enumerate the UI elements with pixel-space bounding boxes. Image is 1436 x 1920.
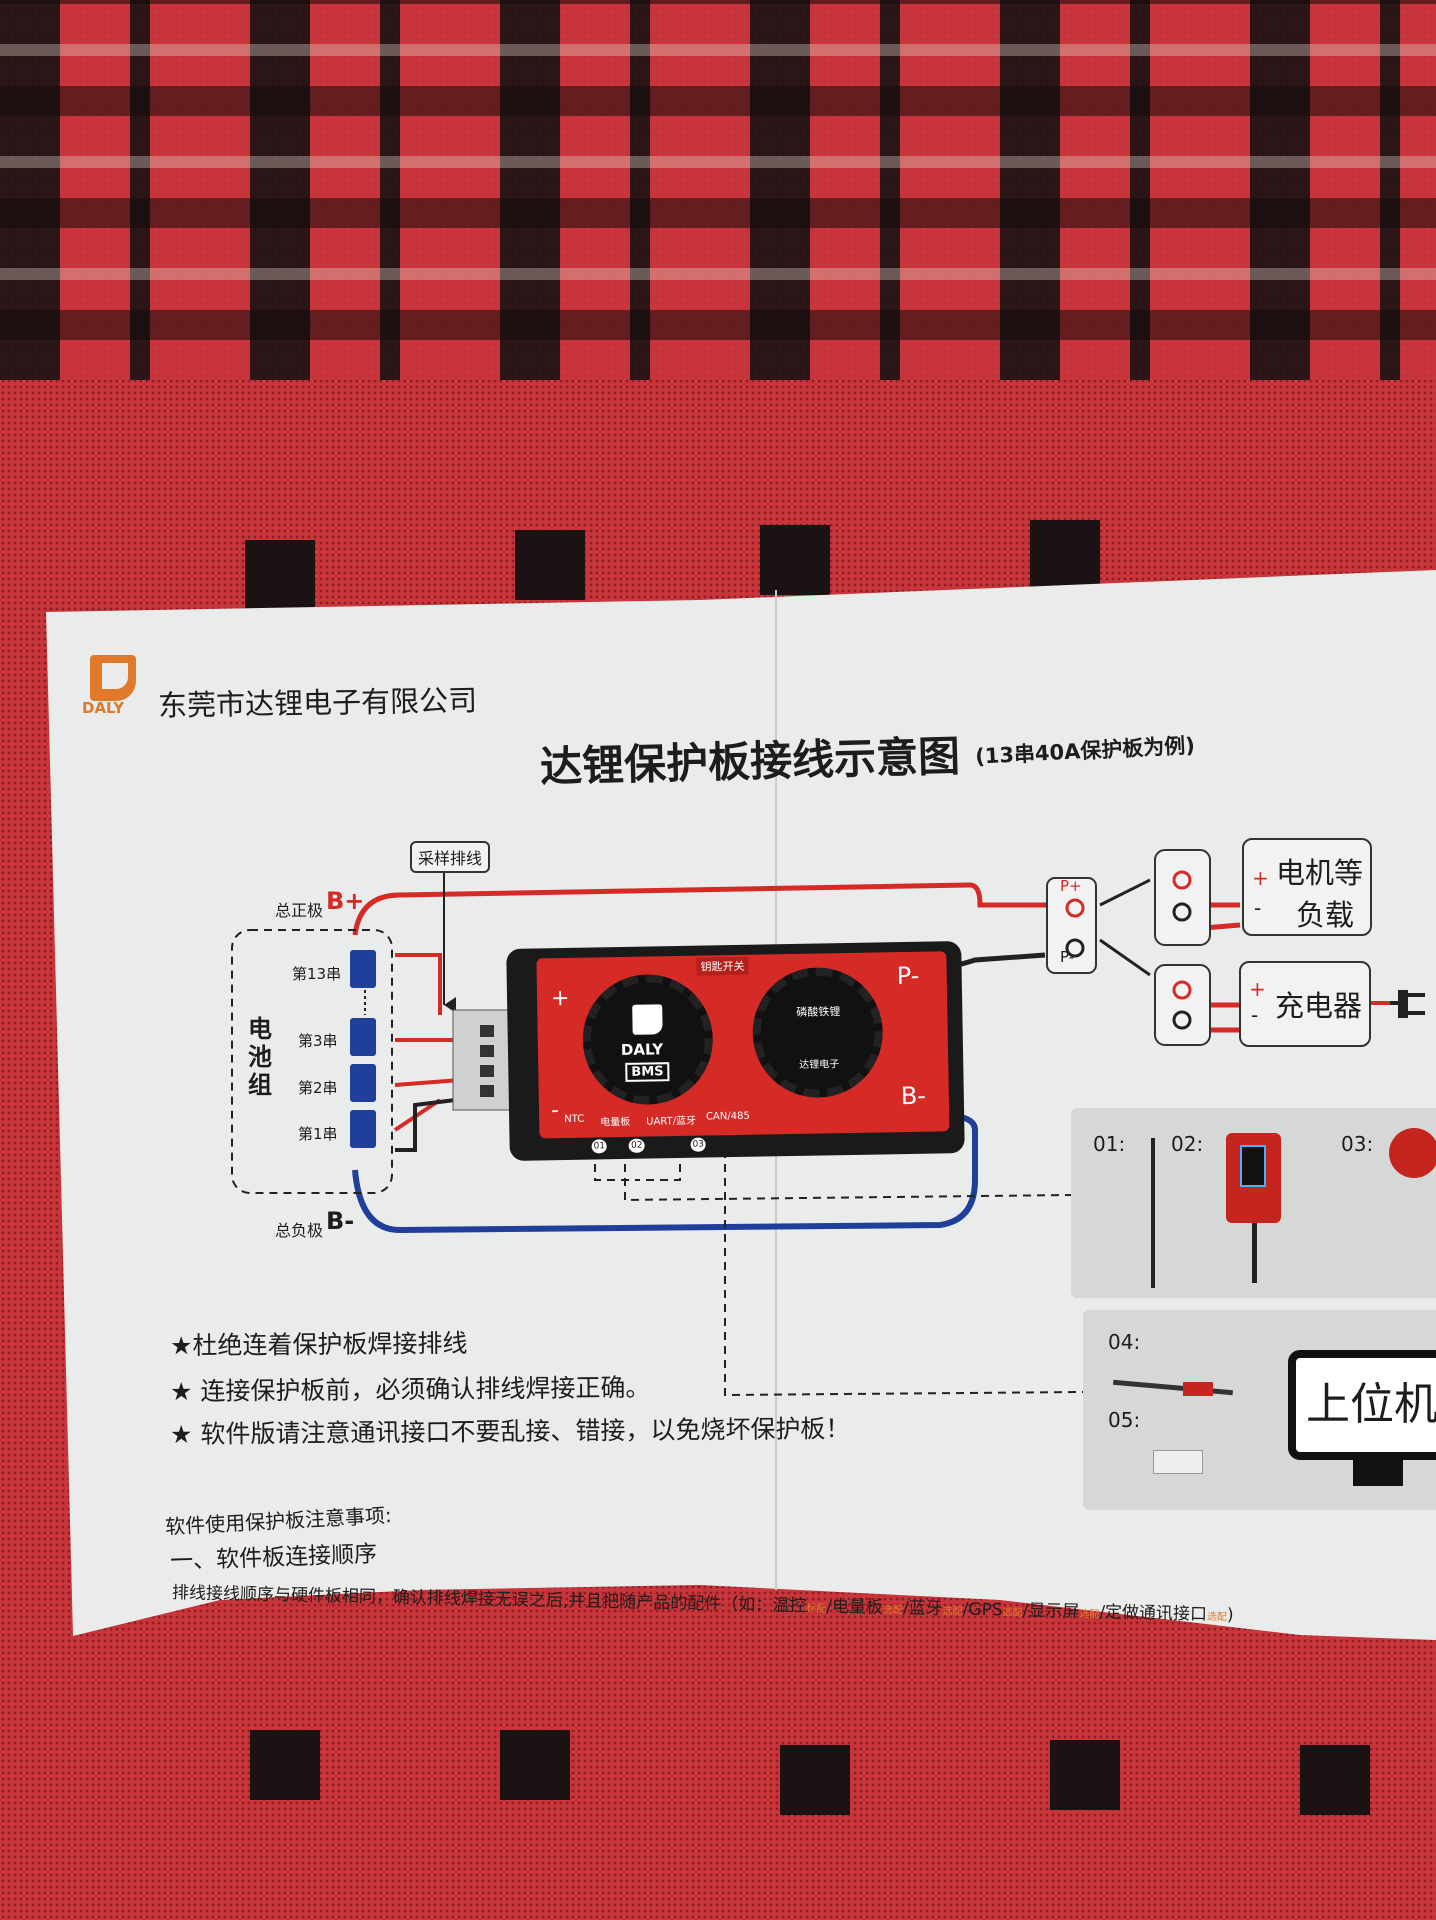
- charger-box: + - 充电器: [1239, 961, 1371, 1047]
- note: ★ 软件版请注意通讯接口不要乱接、错接，以免烧坏保护板！: [169, 1414, 851, 1449]
- usb-adapter-image: [1153, 1450, 1203, 1474]
- battery-group-label: 电池组: [248, 1015, 272, 1099]
- port-number: 03: [690, 1137, 707, 1152]
- plug-icon: [1371, 990, 1425, 1018]
- rug-square: [1030, 520, 1100, 590]
- ntc-probe: [1151, 1138, 1155, 1288]
- port-numbers: 01 02 03: [591, 1137, 707, 1154]
- accessory-tag: 选配: [882, 1604, 903, 1617]
- accessory-name: /电量板: [826, 1596, 884, 1618]
- daly-logo: DALY: [82, 655, 142, 717]
- note: ★ 连接保护板前，必须确认排线焊接正确。: [169, 1372, 651, 1407]
- note: ★杜绝连着保护板焊接排线: [169, 1328, 468, 1361]
- port-label: NTC: [564, 1113, 585, 1125]
- sampling-cable-label: 采样排线: [410, 841, 491, 873]
- rug-square: [780, 1745, 850, 1815]
- accessory-tag: 选配: [942, 1606, 963, 1618]
- cell-label: 第3串: [298, 1032, 338, 1050]
- accessory-name: /GPS: [962, 1599, 1003, 1621]
- port-label: UART/蓝牙: [646, 1115, 697, 1128]
- rug-square: [1050, 1740, 1120, 1810]
- p-minus-label: P-: [1060, 948, 1075, 966]
- accessories-panel: 01: 02: 03:: [1071, 1108, 1436, 1298]
- p-plus-label: P+: [1060, 877, 1082, 895]
- port-label: 电量板: [600, 1116, 631, 1129]
- accessory-tag: 选配: [1206, 1611, 1228, 1624]
- rug-square: [515, 530, 585, 600]
- rug-square: [245, 540, 315, 610]
- bluetooth-module-image: [1389, 1128, 1436, 1178]
- b-plus-wire: [352, 882, 1050, 936]
- accessory-tag: 选配: [1002, 1607, 1023, 1619]
- rug-pattern-stripes: [0, 0, 1436, 380]
- cell-label: 第2串: [298, 1079, 338, 1097]
- software-step-1: 一、软件板连接顺序: [169, 1541, 378, 1575]
- accessory-name: /显示屏: [1022, 1600, 1080, 1623]
- rug-square: [760, 525, 830, 595]
- load-box: + - 电机等 负载: [1242, 838, 1372, 936]
- port-label: CAN/485: [705, 1110, 750, 1123]
- cell-label: 第1串: [298, 1125, 338, 1143]
- pc-panel: 04: 05: 上位机: [1083, 1310, 1436, 1510]
- bms-board: 钥匙开关 + - P- B- DALY BMS 磷酸铁锂 达锂电子 NTC 电量…: [506, 941, 965, 1161]
- rug-square: [250, 1730, 320, 1800]
- battery-cells: [350, 950, 376, 1148]
- accessory-name: /定做通讯接口: [1099, 1602, 1208, 1625]
- accessory-name: /蓝牙: [902, 1598, 943, 1620]
- cell-label: 第13串: [292, 965, 342, 983]
- b-minus-terminal: B-: [326, 1207, 355, 1235]
- usb-cable-image: [1113, 1379, 1233, 1396]
- b-minus-wire: [352, 1112, 978, 1234]
- b-plus-label: 总正极: [275, 901, 324, 920]
- monitor-icon: 上位机: [1288, 1350, 1436, 1460]
- b-plus-terminal: B+: [326, 887, 365, 915]
- rug-square: [500, 1730, 570, 1800]
- accessory-tag: 标配: [806, 1603, 827, 1615]
- port-number: 01: [591, 1139, 608, 1154]
- port-number: 02: [628, 1138, 645, 1153]
- b-minus-label: 总负极: [275, 1221, 324, 1240]
- rug-square: [1300, 1745, 1370, 1815]
- battery-meter-image: [1226, 1133, 1281, 1223]
- closing-paren: ): [1226, 1605, 1234, 1626]
- accessory-tag: 选配: [1079, 1609, 1100, 1621]
